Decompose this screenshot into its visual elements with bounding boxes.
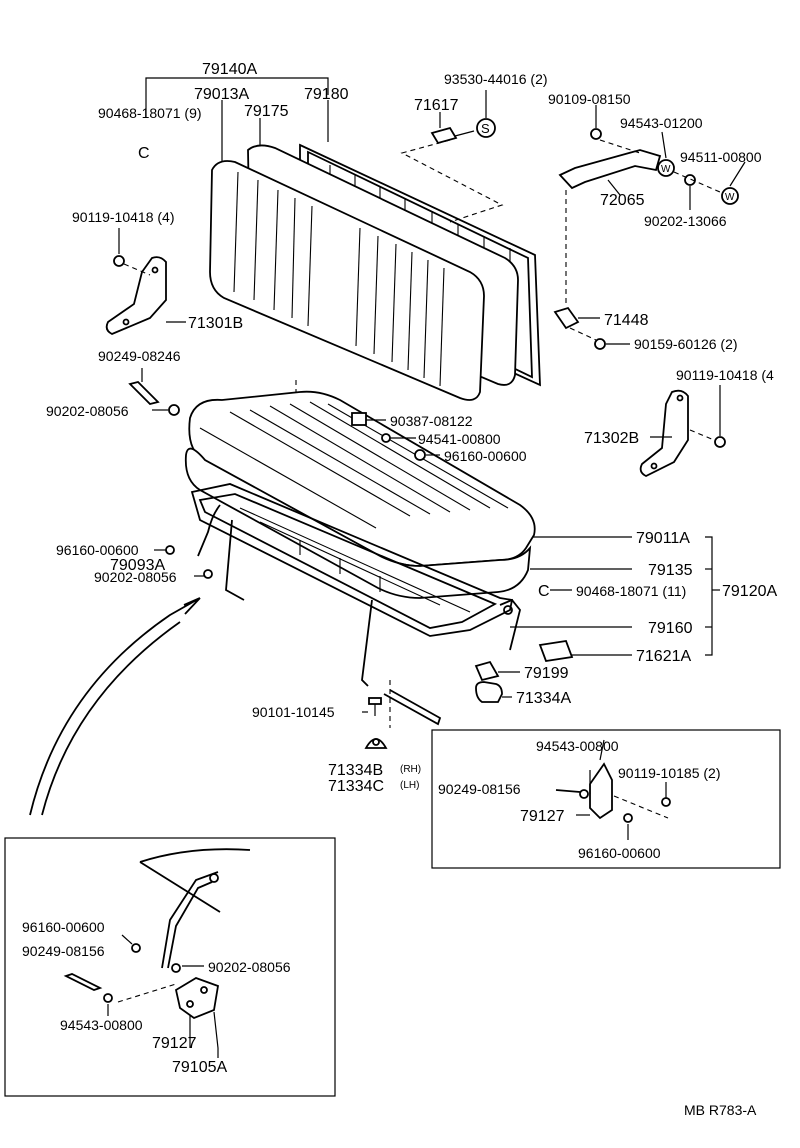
label-79180: 79180 [304, 86, 349, 103]
label-79093A: 79093A [110, 557, 165, 574]
label-79120A: 79120A [722, 583, 777, 600]
label-79013A: 79013A [194, 86, 249, 103]
label-79011A: 79011A [636, 530, 690, 547]
label-90249-08246: 90249-08246 [98, 348, 181, 364]
label-71302B: 71302B [584, 430, 639, 447]
label-94543-01200: 94543-01200 [620, 115, 703, 131]
label-79175: 79175 [244, 103, 289, 120]
washer-w1-icon [657, 159, 675, 177]
label-96160b: 96160-00600 [56, 542, 139, 558]
label-90387: 90387-08122 [390, 413, 473, 429]
inset2-parts [63, 848, 251, 1058]
label-72065: 72065 [600, 192, 645, 209]
label-90202-13066: 90202-13066 [644, 213, 727, 229]
pad-and-stops [474, 639, 574, 703]
label-90202-08056b: 90202-08056 [94, 569, 177, 585]
clip-c2-icon: C [538, 583, 550, 600]
seatback-cover [209, 160, 485, 401]
label-inset1-90249: 90249-08156 [438, 781, 521, 797]
label-79140A: 79140A [202, 61, 257, 78]
cushion-small-parts [154, 412, 440, 579]
footer-code: MB R783-A [684, 1102, 757, 1118]
label-90119-4b: 90119-10418 (4 [676, 367, 774, 383]
label-90101: 90101-10145 [252, 704, 335, 720]
label-90202-08056a: 90202-08056 [46, 403, 129, 419]
label-90468-11: 90468-18071 (11) [576, 583, 686, 599]
label-inset2-90202: 90202-08056 [208, 959, 291, 975]
label-79199: 79199 [524, 665, 569, 682]
cushion-frame [190, 483, 521, 687]
clip-s-letter: S [481, 121, 490, 136]
label-71334A: 71334A [516, 690, 571, 707]
label-71334B-side: (RH) [400, 764, 421, 775]
label-inset2-90249: 90249-08156 [22, 943, 105, 959]
label-inset2-96160: 96160-00600 [22, 919, 105, 935]
label-90109: 90109-08150 [548, 91, 631, 107]
clip-c-icon: C [138, 145, 150, 162]
label-inset2-79105A: 79105A [172, 1059, 227, 1076]
label-inset1-79127: 79127 [520, 808, 565, 825]
label-90468-9: 90468-18071 (9) [98, 105, 202, 121]
label-90159: 90159-60126 (2) [634, 336, 738, 352]
pointer-arrow [29, 597, 201, 816]
part-labels: 79140A 79013A 79175 79180 90468-18071 (9… [22, 61, 777, 1118]
label-71617: 71617 [414, 97, 459, 114]
label-94541: 94541-00800 [418, 431, 501, 447]
cushion-pad [184, 447, 532, 599]
clip-71617-group: S [400, 90, 504, 223]
label-96160a: 96160-00600 [444, 448, 527, 464]
inset-box-1 [431, 729, 781, 869]
label-71448: 71448 [604, 312, 649, 329]
hinge-72065-group: W W [553, 105, 746, 350]
label-79135: 79135 [648, 562, 693, 579]
hinge-71302B [639, 385, 726, 478]
label-inset1-90119: 90119-10185 (2) [618, 765, 720, 781]
clip-s-icon [476, 118, 496, 138]
label-71334B: 71334B [328, 762, 383, 779]
label-inset1-96160: 96160-00600 [578, 845, 661, 861]
label-71334C-side: (LH) [400, 780, 419, 791]
label-90119-4a: 90119-10418 (4) [72, 209, 174, 225]
bracket-79120A: C [510, 536, 720, 656]
washer-w1-letter: W [661, 164, 671, 175]
hinge-71301B [105, 228, 186, 335]
label-inset2-94543: 94543-00800 [60, 1017, 143, 1033]
leg-foot-group [362, 680, 442, 749]
label-94511: 94511-00800 [680, 149, 762, 165]
washer-w2-icon [721, 187, 739, 205]
label-inset1-94543: 94543-00800 [536, 738, 619, 754]
bracket-79140A [145, 77, 329, 165]
washer-w2-letter: W [725, 192, 735, 203]
label-71301B: 71301B [188, 315, 243, 332]
label-93530: 93530-44016 (2) [444, 71, 548, 87]
inset1-parts [555, 739, 671, 840]
inset-box-2 [4, 837, 336, 1097]
label-71621A: 71621A [636, 648, 691, 665]
label-79160: 79160 [648, 620, 693, 637]
label-inset2-79127: 79127 [152, 1035, 197, 1052]
label-71334C: 71334C [328, 778, 384, 795]
